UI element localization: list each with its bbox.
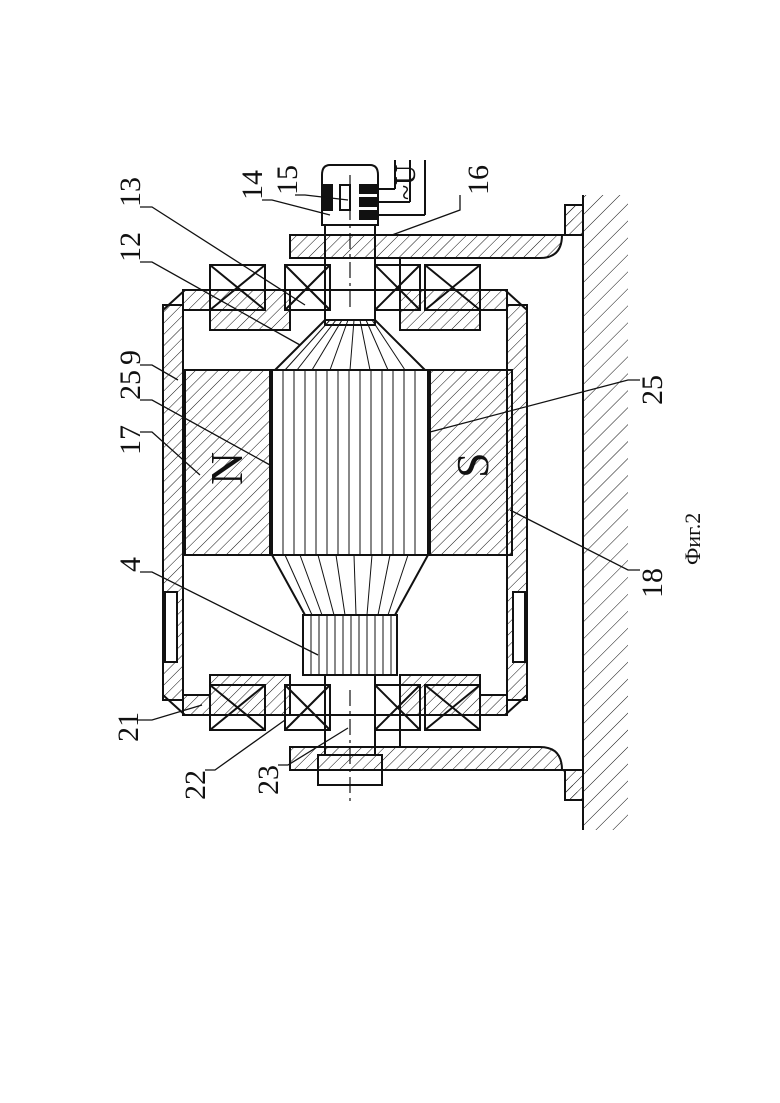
- label-15: 15: [271, 165, 304, 195]
- label-22: 22: [179, 770, 212, 800]
- label-14: 14: [236, 170, 269, 200]
- rotor-core: [272, 370, 428, 555]
- label-13: 13: [114, 177, 147, 207]
- label-9: 9: [114, 350, 147, 365]
- base-foundation: [583, 195, 628, 830]
- label-25-right: 25: [636, 375, 669, 405]
- shaft: [318, 165, 382, 805]
- label-12: 12: [114, 232, 147, 262]
- supply-voltage-label: ~U: [391, 165, 422, 200]
- label-18: 18: [636, 568, 669, 598]
- pole-south-label: S: [447, 452, 498, 478]
- commutator: [303, 615, 397, 675]
- label-25-left: 25: [114, 370, 147, 400]
- pole-north-label: N: [201, 452, 252, 485]
- label-17: 17: [114, 425, 147, 455]
- label-4: 4: [114, 557, 147, 572]
- rotor-end-head-bottom: [272, 555, 428, 615]
- figure-caption: Фиг.2: [680, 513, 705, 565]
- label-21: 21: [112, 712, 145, 742]
- label-16: 16: [462, 165, 495, 195]
- label-23: 23: [252, 765, 285, 795]
